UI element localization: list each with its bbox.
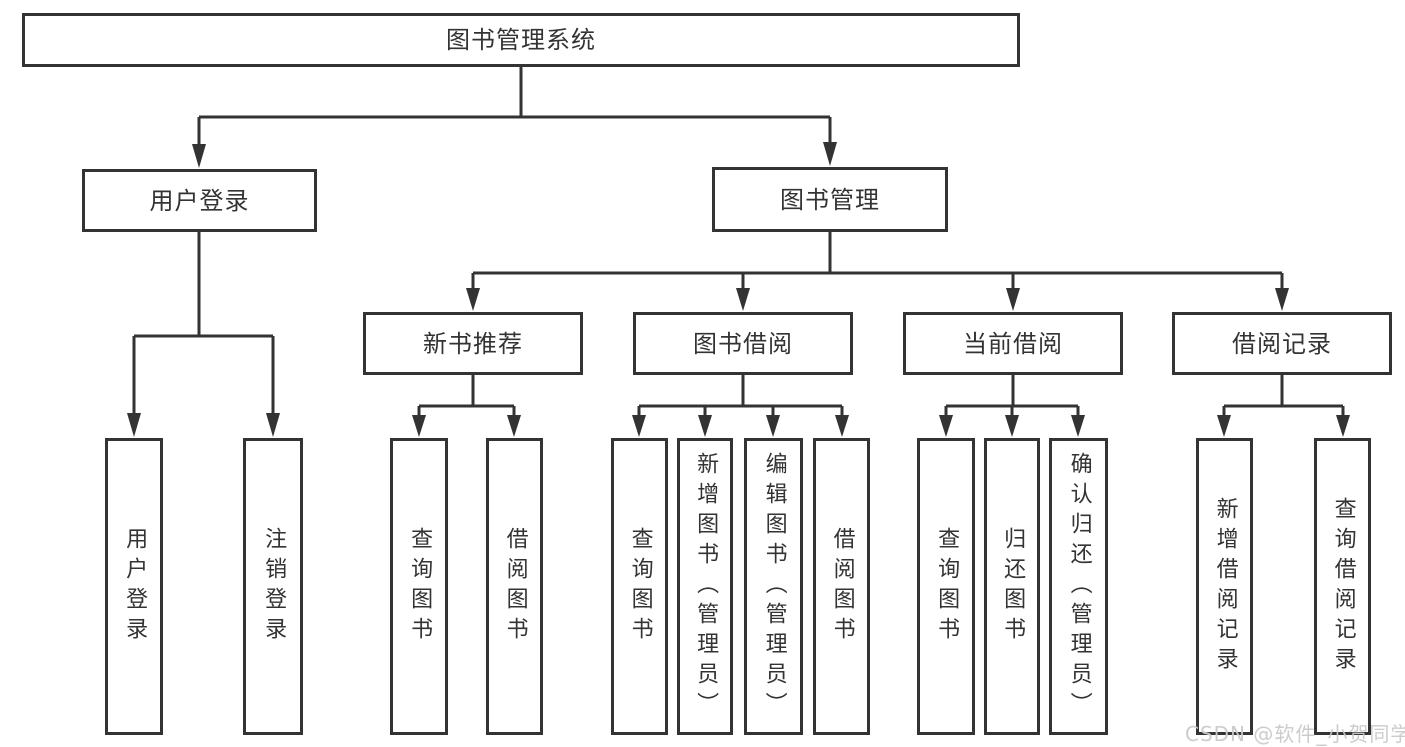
- leaf-query-borrow-record-label: 查询借阅记录: [1330, 496, 1356, 677]
- connector-new-book-to-leaves: [412, 375, 521, 437]
- node-current-borrowing-label: 当前借阅: [963, 329, 1063, 358]
- node-book-management-label: 图书管理: [780, 185, 880, 214]
- leaf-query-books-3-label: 查询图书: [934, 526, 960, 647]
- node-book-borrowing: 图书借阅: [633, 312, 853, 375]
- leaf-confirm-return-admin: 确认归还（管理员）: [1049, 438, 1108, 735]
- leaf-return-book: 归还图书: [984, 438, 1040, 735]
- leaf-add-book-admin-label: 新增图书（管理员）: [693, 451, 719, 722]
- connector-book-management-to-level3: [466, 232, 1289, 311]
- node-root-label: 图书管理系统: [446, 26, 596, 54]
- leaf-borrow-books-2-label: 借阅图书: [829, 526, 855, 647]
- node-root: 图书管理系统: [22, 13, 1020, 67]
- leaf-borrow-books-1: 借阅图书: [486, 438, 543, 735]
- leaf-user-login-label: 用户登录: [122, 526, 148, 647]
- node-borrowing-records: 借阅记录: [1172, 312, 1392, 375]
- node-new-book-recommend: 新书推荐: [363, 312, 583, 375]
- leaf-query-books-2-label: 查询图书: [627, 526, 653, 647]
- leaf-logout: 注销登录: [243, 438, 303, 735]
- leaf-borrow-books-2: 借阅图书: [813, 438, 870, 735]
- connector-book-borrow-to-leaves: [632, 375, 849, 437]
- leaf-query-books-1: 查询图书: [390, 438, 448, 735]
- node-user-login-label: 用户登录: [149, 186, 250, 215]
- connector-user-login-to-leaves: [127, 232, 280, 437]
- node-user-login: 用户登录: [82, 169, 317, 232]
- leaf-logout-label: 注销登录: [261, 526, 287, 647]
- connector-root-to-level2: [192, 67, 837, 168]
- node-book-borrowing-label: 图书借阅: [693, 329, 793, 358]
- csdn-watermark: CSDN @软件_小贺同学: [1185, 722, 1405, 746]
- leaf-add-borrow-record-label: 新增借阅记录: [1212, 496, 1238, 677]
- connector-current-borrow-to-leaves: [939, 375, 1085, 437]
- leaf-query-books-2: 查询图书: [611, 438, 668, 735]
- leaf-edit-book-admin-label: 编辑图书（管理员）: [761, 451, 787, 722]
- node-current-borrowing: 当前借阅: [903, 312, 1123, 375]
- node-new-book-recommend-label: 新书推荐: [423, 329, 523, 358]
- leaf-add-book-admin: 新增图书（管理员）: [677, 438, 733, 735]
- leaf-borrow-books-1-label: 借阅图书: [502, 526, 528, 647]
- node-borrowing-records-label: 借阅记录: [1232, 329, 1332, 358]
- leaf-edit-book-admin: 编辑图书（管理员）: [744, 438, 803, 735]
- leaf-query-books-3: 查询图书: [917, 438, 975, 735]
- leaf-return-book-label: 归还图书: [1000, 526, 1026, 647]
- leaf-query-borrow-record: 查询借阅记录: [1314, 438, 1371, 735]
- leaf-query-books-1-label: 查询图书: [407, 526, 433, 647]
- leaf-confirm-return-admin-label: 确认归还（管理员）: [1066, 451, 1092, 722]
- node-book-management: 图书管理: [712, 167, 948, 232]
- leaf-user-login: 用户登录: [105, 438, 163, 735]
- connector-borrow-record-to-leaves: [1217, 375, 1350, 437]
- leaf-add-borrow-record: 新增借阅记录: [1196, 438, 1253, 735]
